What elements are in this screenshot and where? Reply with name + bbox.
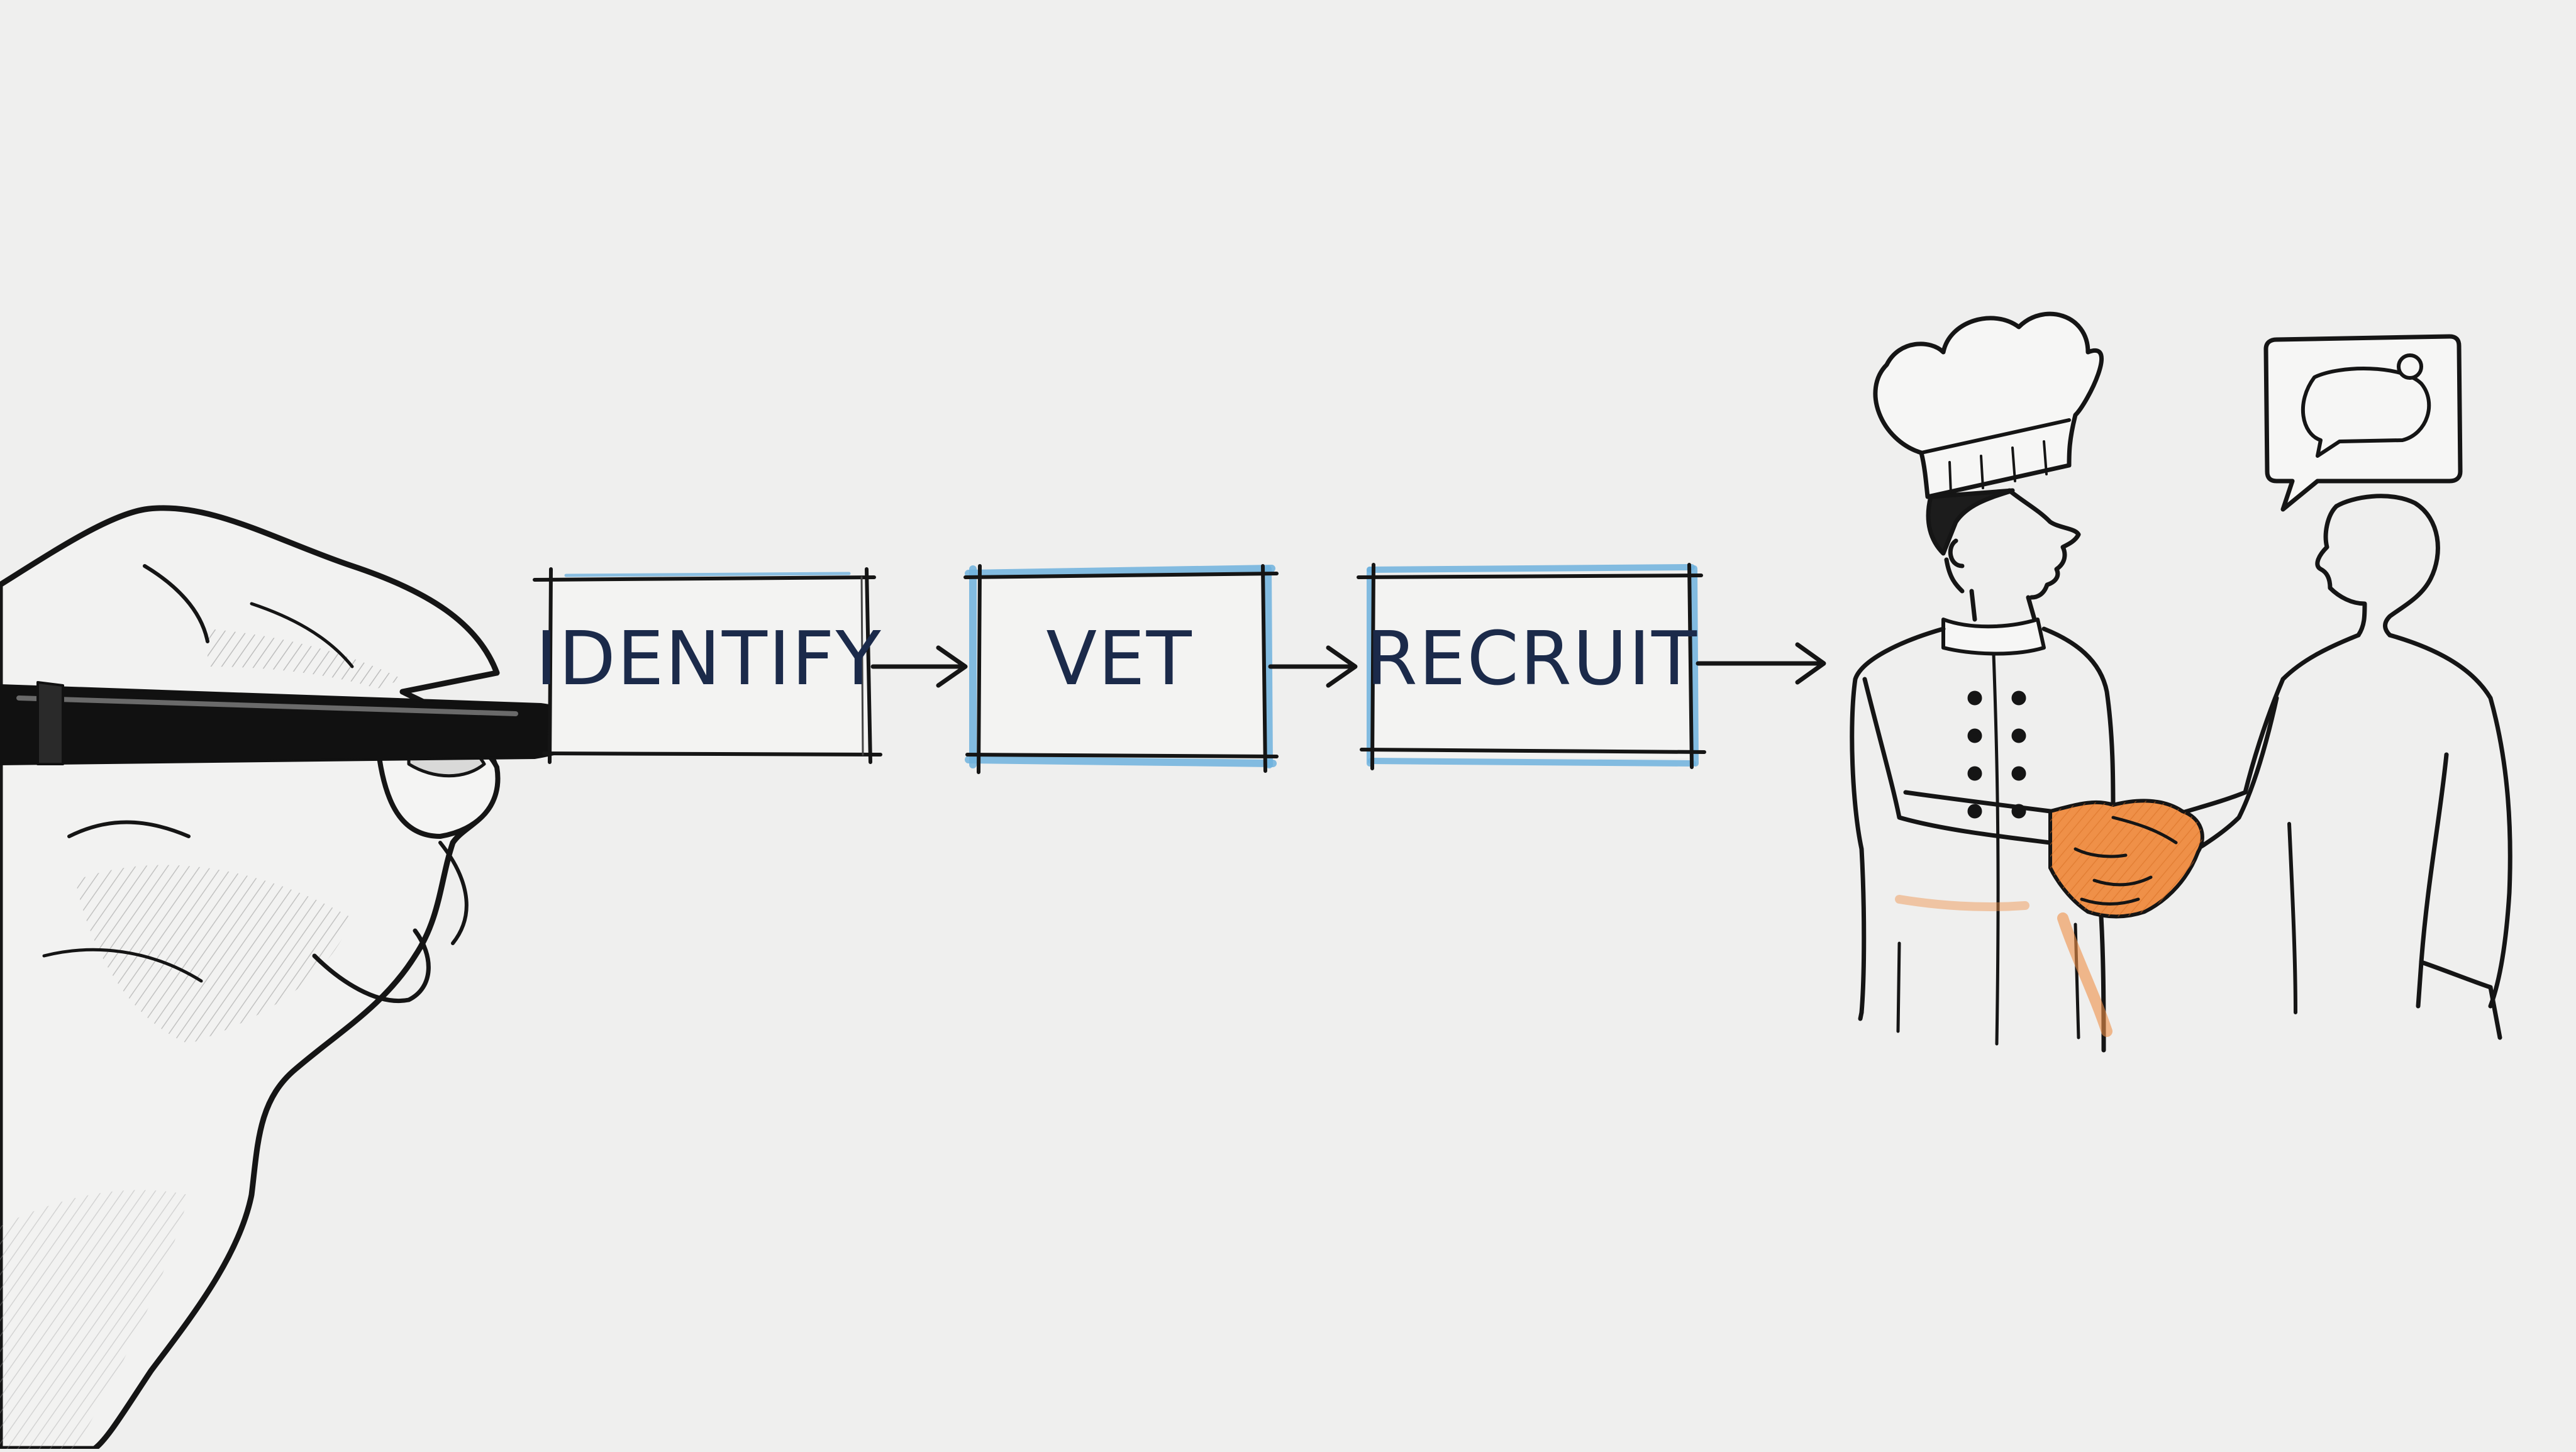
person-icon — [2161, 494, 2512, 1040]
arrow-recruit-to-hire — [1696, 642, 1826, 685]
chef-icon — [1850, 311, 2116, 1053]
step-label-vet: VET — [1046, 615, 1192, 702]
step-box-recruit — [1357, 563, 1706, 770]
step-box-vet — [963, 564, 1279, 774]
step-box-identify — [533, 567, 882, 764]
speech-bubble-icon — [2263, 334, 2463, 512]
step-label-recruit: RECRUIT — [1366, 615, 1698, 702]
step-label-identify: IDENTIFY — [535, 615, 882, 702]
arrow-vet-to-recruit — [1268, 645, 1358, 688]
arrow-identify-to-vet — [870, 645, 968, 688]
handshake-icon — [1895, 799, 2204, 1037]
